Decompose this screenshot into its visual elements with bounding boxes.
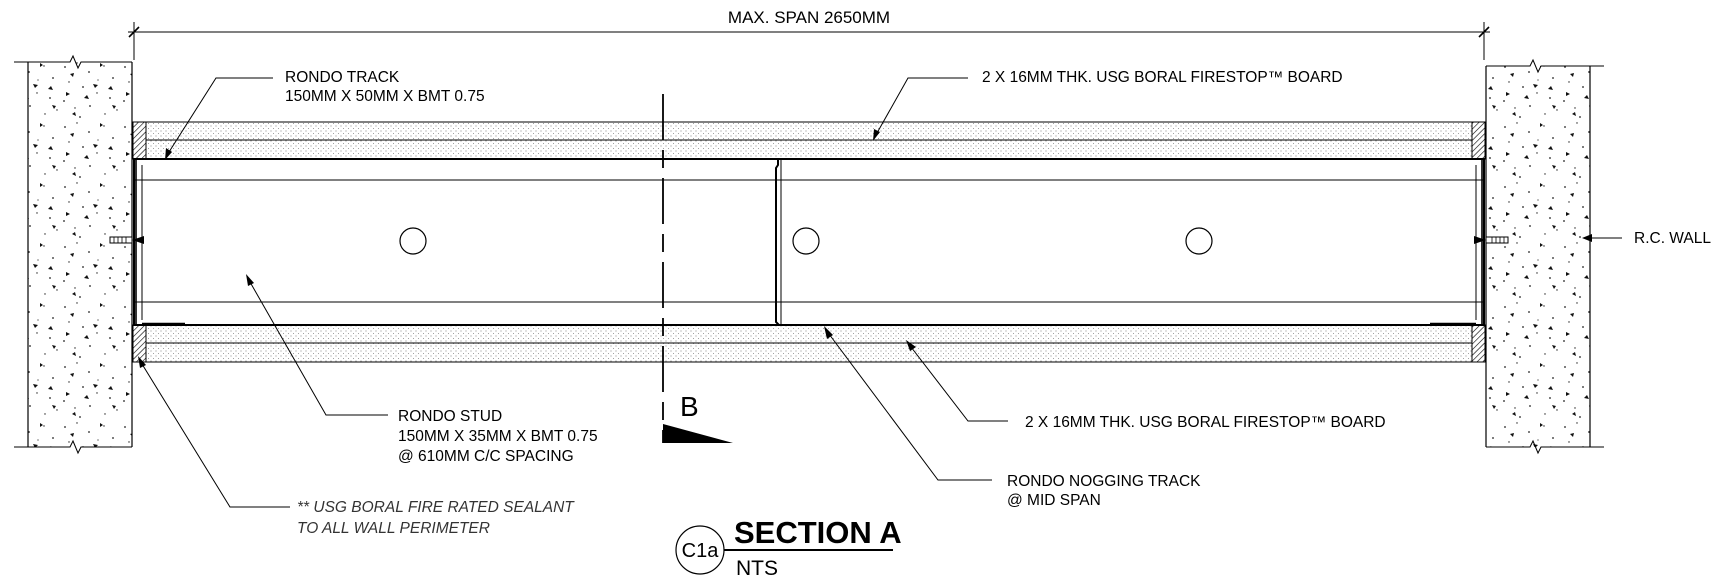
rc-wall-label: R.C. WALL [1634,230,1711,247]
board-layers-top [133,121,1485,160]
section-cut-letter: B [680,391,699,422]
nogging-track-location: @ MID SPAN [1007,492,1101,509]
rondo-track-size: 150MM X 50MM X BMT 0.75 [285,88,485,105]
service-hole [1185,227,1213,255]
leader-sealant: ** USG BORAL FIRE RATED SEALANT TO ALL W… [138,356,575,537]
section-title: SECTION A [734,515,902,550]
leader-rondo-stud: RONDO STUD 150MM X 35MM X BMT 0.75 @ 610… [246,274,598,465]
service-hole [792,227,820,255]
right-rc-wall [1485,58,1604,455]
leader-board-bottom: 2 X 16MM THK. USG BORAL FIRESTOP™ BOARD [906,340,1386,431]
anchor-fixing-left [109,236,144,244]
sealant-note-line-1: ** USG BORAL FIRE RATED SEALANT [297,499,575,516]
title-block: C1a SECTION A NTS [675,515,902,577]
board-bottom-label: 2 X 16MM THK. USG BORAL FIRESTOP™ BOARD [1025,414,1386,431]
service-holes [399,227,1213,255]
rondo-stud-label: RONDO STUD [398,408,502,425]
board-top-label: 2 X 16MM THK. USG BORAL FIRESTOP™ BOARD [982,69,1343,86]
section-scale: NTS [736,557,778,577]
sealant-note-line-2: TO ALL WALL PERIMETER [297,520,490,537]
service-hole [399,227,427,255]
rondo-stud-size: 150MM X 35MM X BMT 0.75 [398,428,598,445]
span-dimension-label: MAX. SPAN 2650MM [728,8,890,27]
span-dimension: MAX. SPAN 2650MM [128,8,1490,60]
anchor-fixing-right [1474,236,1509,244]
nogging-track-label: RONDO NOGGING TRACK [1007,473,1201,490]
rondo-stud-spacing: @ 610MM C/C SPACING [398,448,574,465]
rondo-track-label: RONDO TRACK [285,69,400,86]
left-rc-wall [14,54,133,455]
perimeter-sealant [132,121,1486,363]
leader-board-top: 2 X 16MM THK. USG BORAL FIRESTOP™ BOARD [873,69,1343,141]
leader-rondo-track: RONDO TRACK 150MM X 50MM X BMT 0.75 [165,69,485,160]
leader-nogging-track: RONDO NOGGING TRACK @ MID SPAN [824,326,1201,509]
board-layers-bottom [133,324,1485,363]
leader-rc-wall: R.C. WALL [1582,230,1711,247]
section-tag: C1a [682,540,720,562]
nogging-track-joint [775,159,782,326]
section-cut-b: B [662,94,733,443]
